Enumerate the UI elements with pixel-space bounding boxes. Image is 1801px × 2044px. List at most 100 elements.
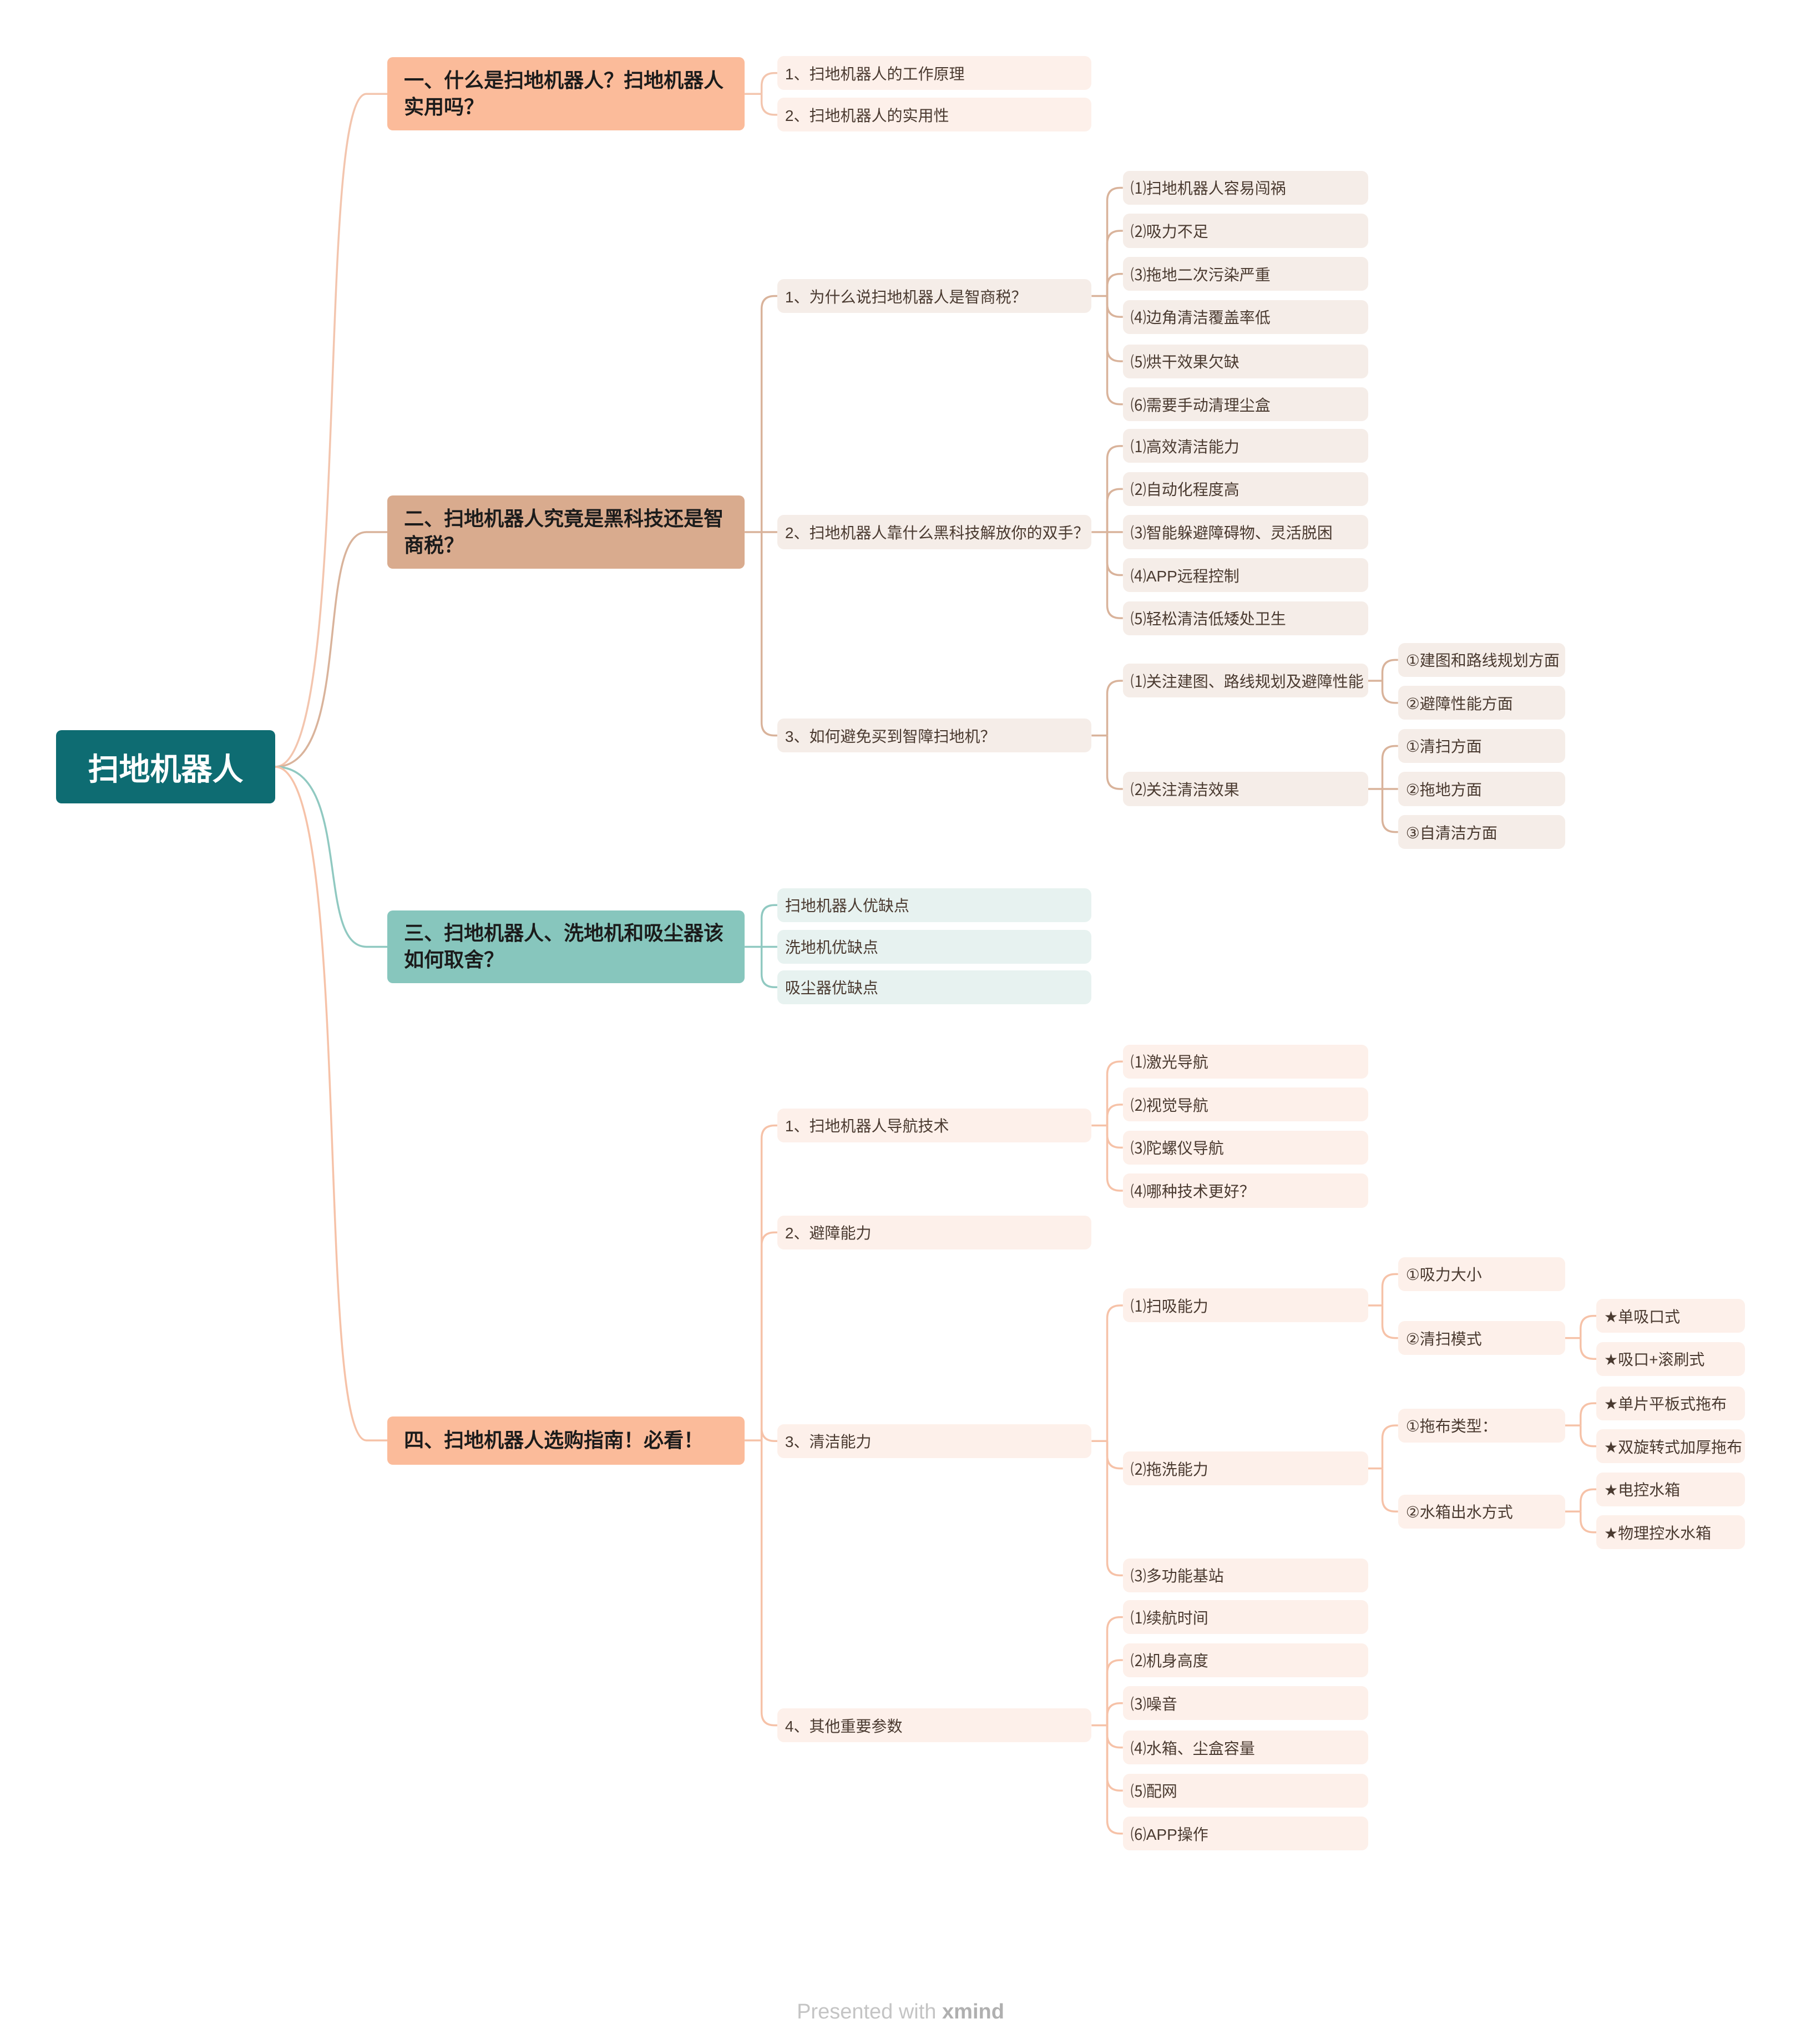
subtopic[interactable]: ⑹需要手动清理尘盒 xyxy=(1122,387,1368,422)
branch-connector xyxy=(1106,1725,1123,1835)
subtopic[interactable]: 1、为什么说扫地机器人是智商税？ xyxy=(777,279,1092,313)
branch-connector xyxy=(1381,1424,1398,1469)
subtopic[interactable]: ⑵自动化程度高 xyxy=(1122,472,1368,506)
subtopic[interactable]: ②清扫模式 xyxy=(1398,1321,1565,1355)
branch-connector xyxy=(1381,1468,1398,1512)
subtopic[interactable]: ⑸烘干效果欠缺 xyxy=(1122,344,1368,378)
subtopic[interactable]: ①拖布类型： xyxy=(1398,1408,1565,1443)
subtopic[interactable]: ⑷水箱、尘盒容量 xyxy=(1122,1731,1368,1765)
subtopic[interactable]: ⑸配网 xyxy=(1122,1773,1368,1808)
branch-connector xyxy=(1580,1488,1596,1512)
subtopic[interactable]: 2、扫地机器人靠什么黑科技解放你的双手？ xyxy=(777,515,1092,549)
subtopic[interactable]: 2、避障能力 xyxy=(777,1215,1092,1249)
subtopic[interactable]: ⑸轻松清洁低矮处卫生 xyxy=(1122,601,1368,635)
branch-connector xyxy=(275,766,388,948)
branch-connector xyxy=(1106,488,1123,532)
branch-connector xyxy=(1106,1125,1123,1192)
branch-connector xyxy=(1381,680,1398,704)
subtopic[interactable]: ①清扫方面 xyxy=(1398,728,1565,763)
branch-connector xyxy=(1106,680,1123,736)
subtopic[interactable]: ⑴扫吸能力 xyxy=(1122,1288,1368,1323)
subtopic[interactable]: ⑷哪种技术更好？ xyxy=(1122,1173,1368,1208)
branch-connector xyxy=(1106,296,1123,362)
subtopic[interactable]: 2、扫地机器人的实用性 xyxy=(777,98,1092,132)
root-topic[interactable]: 扫地机器人 xyxy=(56,730,275,803)
subtopic[interactable]: ⑵视觉导航 xyxy=(1122,1087,1368,1122)
branch-connector xyxy=(1106,532,1123,619)
branch-connector xyxy=(275,766,388,1441)
subtopic[interactable]: 3、清洁能力 xyxy=(777,1424,1092,1458)
branch-connector xyxy=(760,295,777,532)
subtopic[interactable]: ②拖地方面 xyxy=(1398,772,1565,806)
subtopic[interactable]: ⑵机身高度 xyxy=(1122,1643,1368,1677)
subtopic[interactable]: 1、扫地机器人导航技术 xyxy=(777,1108,1092,1142)
subtopic[interactable]: ⑴续航时间 xyxy=(1122,1600,1368,1635)
branch-connector xyxy=(760,904,777,947)
branch-connector xyxy=(1106,1104,1123,1126)
subtopic[interactable]: ★物理控水水箱 xyxy=(1596,1515,1745,1550)
main-topic-comparison[interactable]: 三、扫地机器人、洗地机和吸尘器该如何取舍？ xyxy=(387,910,745,984)
subtopic[interactable]: ★双旋转式加厚拖布 xyxy=(1596,1429,1745,1464)
branch-connector xyxy=(1381,1273,1398,1306)
branch-connector xyxy=(1580,1511,1596,1534)
main-topic-what-is[interactable]: 一、什么是扫地机器人？扫地机器人实用吗？ xyxy=(387,57,745,131)
branch-connector xyxy=(1106,230,1123,296)
subtopic[interactable]: ★单吸口式 xyxy=(1596,1299,1745,1333)
subtopic[interactable]: ⑵吸力不足 xyxy=(1122,214,1368,248)
branch-connector xyxy=(1106,532,1123,576)
branch-connector xyxy=(760,532,777,737)
subtopic[interactable]: ②避障性能方面 xyxy=(1398,686,1565,720)
subtopic[interactable]: ⑵拖洗能力 xyxy=(1122,1451,1368,1486)
subtopic[interactable]: ★吸口+滚刷式 xyxy=(1596,1342,1745,1376)
branch-connector xyxy=(1106,1616,1123,1726)
branch-connector xyxy=(760,947,777,989)
main-topic-tech-or-tax[interactable]: 二、扫地机器人究竟是黑科技还是智商税？ xyxy=(387,495,745,569)
subtopic[interactable]: ①建图和路线规划方面 xyxy=(1398,642,1565,677)
branch-connector xyxy=(1580,1402,1596,1426)
xmind-watermark: Presented with xmind xyxy=(0,2000,1801,2024)
subtopic[interactable]: ⑶智能躲避障碍物、灵活脱困 xyxy=(1122,515,1368,549)
branch-connector xyxy=(1106,186,1123,296)
branch-connector xyxy=(1381,659,1398,681)
branch-connector xyxy=(275,93,388,768)
subtopic[interactable]: ⑵关注清洁效果 xyxy=(1122,772,1368,806)
branch-connector xyxy=(1106,1125,1123,1149)
subtopic[interactable]: ⑶陀螺仪导航 xyxy=(1122,1130,1368,1165)
subtopic[interactable]: ⑴激光导航 xyxy=(1122,1044,1368,1079)
subtopic[interactable]: ⑶多功能基站 xyxy=(1122,1558,1368,1592)
subtopic[interactable]: ⑴关注建图、路线规划及避障性能 xyxy=(1122,664,1368,698)
branch-connector xyxy=(1106,1725,1123,1749)
subtopic[interactable]: 洗地机优缺点 xyxy=(777,929,1092,964)
branch-connector xyxy=(1580,1314,1596,1338)
branch-connector xyxy=(760,1231,777,1441)
subtopic[interactable]: ①吸力大小 xyxy=(1398,1257,1565,1291)
subtopic[interactable]: ⑴扫地机器人容易闯祸 xyxy=(1122,170,1368,205)
subtopic[interactable]: ⑹APP操作 xyxy=(1122,1817,1368,1851)
branch-connector xyxy=(1106,1060,1123,1126)
main-topic-buying-guide[interactable]: 四、扫地机器人选购指南！必看！ xyxy=(387,1416,745,1465)
subtopic[interactable]: ★单片平板式拖布 xyxy=(1596,1386,1745,1420)
branch-connector xyxy=(1106,1702,1123,1726)
watermark-brand: xmind xyxy=(942,2000,1004,2023)
branch-connector xyxy=(1106,296,1123,318)
subtopic[interactable]: 扫地机器人优缺点 xyxy=(777,888,1092,922)
branch-connector xyxy=(1106,296,1123,406)
subtopic[interactable]: ⑴高效清洁能力 xyxy=(1122,429,1368,463)
branch-connector xyxy=(1106,1304,1123,1441)
subtopic[interactable]: ⑶拖地二次污染严重 xyxy=(1122,257,1368,291)
subtopic[interactable]: 3、如何避免买到智障扫地机？ xyxy=(777,719,1092,753)
subtopic[interactable]: ⑶噪音 xyxy=(1122,1686,1368,1721)
subtopic[interactable]: ⑷APP远程控制 xyxy=(1122,558,1368,593)
subtopic[interactable]: ③自清洁方面 xyxy=(1398,815,1565,849)
subtopic[interactable]: ⑷边角清洁覆盖率低 xyxy=(1122,300,1368,334)
subtopic[interactable]: ★电控水箱 xyxy=(1596,1472,1745,1506)
branch-connector xyxy=(760,1428,777,1443)
subtopic[interactable]: 1、扫地机器人的工作原理 xyxy=(777,56,1092,90)
branch-connector xyxy=(1106,1441,1123,1577)
subtopic[interactable]: 吸尘器优缺点 xyxy=(777,970,1092,1004)
subtopic[interactable]: ②水箱出水方式 xyxy=(1398,1494,1565,1529)
branch-connector xyxy=(1106,1441,1123,1470)
subtopic[interactable]: 4、其他重要参数 xyxy=(777,1708,1092,1743)
branch-connector xyxy=(1580,1338,1596,1360)
